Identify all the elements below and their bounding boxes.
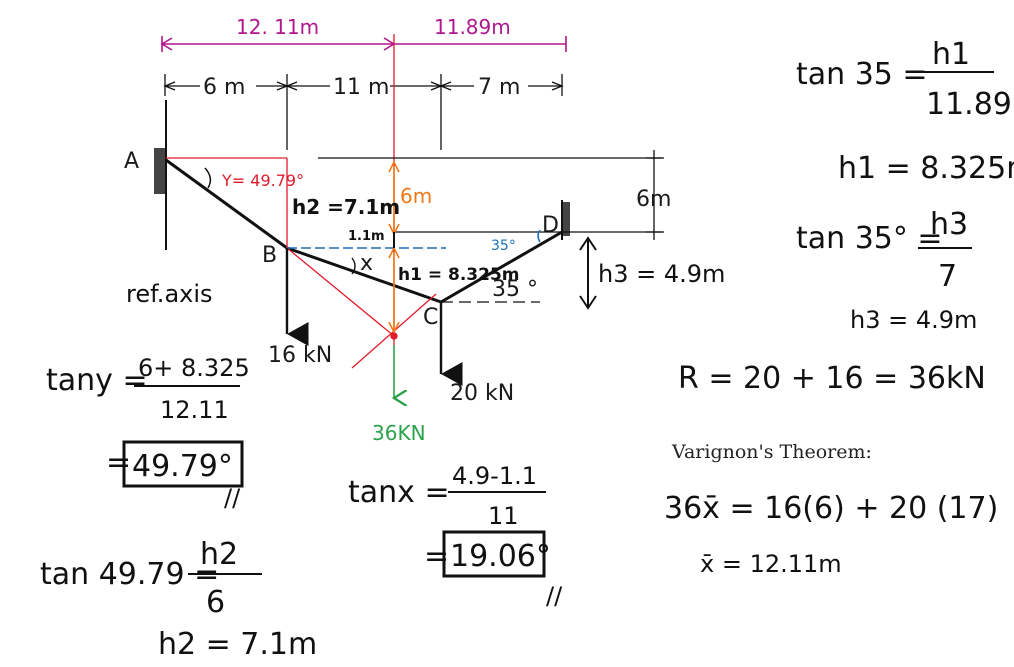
tany-result-box (122, 440, 244, 488)
tan35-den: 11.89 (926, 87, 1012, 122)
tan35b-den: 7 (938, 259, 957, 294)
h1-result: h1 = 8.325m (838, 151, 1014, 186)
tany-num: 6+ 8.325 (138, 354, 250, 382)
load-16-label: 16 kN (268, 343, 332, 368)
point-a: A (124, 149, 139, 174)
support-a (154, 148, 166, 194)
eq-sign-1: = (106, 445, 131, 480)
tan4979-num: h2 (200, 537, 238, 572)
tany-lhs: tany = (46, 363, 148, 398)
h2-result: h2 = 7.1m (158, 627, 317, 662)
h2-label: h2 =7.1m (292, 195, 400, 219)
angle-35-small: 35° (491, 238, 516, 254)
r-equation: R = 20 + 16 = 36kN (678, 361, 986, 396)
tanx-result-box (442, 530, 546, 578)
tan35-num: h1 (932, 37, 970, 72)
tany-den: 12.11 (160, 396, 229, 424)
angle-x: x (360, 251, 373, 276)
resultant-label: 36KN (372, 421, 426, 445)
tanx-lhs: tanx = (348, 475, 450, 510)
angle-y-label: Y= 49.79° (221, 171, 304, 190)
six-m-orange: 6m (400, 184, 432, 208)
tan35-lhs: tan 35 = (796, 57, 928, 92)
span-7m: 7 m (478, 75, 520, 100)
varignon-equation: 36x̄ = 16(6) + 20 (17) (664, 491, 998, 526)
cable (165, 158, 563, 304)
reference-lines (318, 150, 664, 240)
point-c: C (423, 305, 438, 330)
xbar-result: x̄ = 12.11m (700, 550, 842, 578)
tanx-result: 19.06° (450, 539, 551, 574)
h3-label: h3 = 4.9m (598, 260, 725, 288)
span-11m: 11 m (333, 75, 389, 100)
tanx-num: 4.9-1.1 (452, 462, 537, 490)
dim-12-11: 12. 11m (236, 15, 319, 39)
check-mark-1: // (224, 484, 241, 512)
tan35b-lhs: tan 35° = (796, 221, 943, 256)
h1-label: h1 = 8.325m (398, 265, 520, 285)
dim-11-89: 11.89m (434, 15, 511, 39)
six-m-right: 6m (636, 187, 671, 212)
load-20-label: 20 kN (450, 381, 514, 406)
tanx-den: 11 (488, 502, 519, 530)
support-d (562, 202, 570, 236)
angle-35-c: 35 ° (492, 277, 538, 302)
varignon-title: Varignon's Theorem: (671, 441, 872, 463)
tan35b-num: h3 (930, 207, 968, 242)
h3-result: h3 = 4.9m (850, 306, 977, 334)
point-b: B (262, 243, 277, 268)
one-one-m: 1.1m (348, 229, 385, 244)
tany-result: 49.79° (132, 449, 233, 484)
span-6m: 6 m (203, 75, 245, 100)
check-mark-2: // (546, 582, 563, 610)
ref-axis: ref.axis (126, 280, 213, 308)
tan4979-den: 6 (206, 585, 225, 620)
